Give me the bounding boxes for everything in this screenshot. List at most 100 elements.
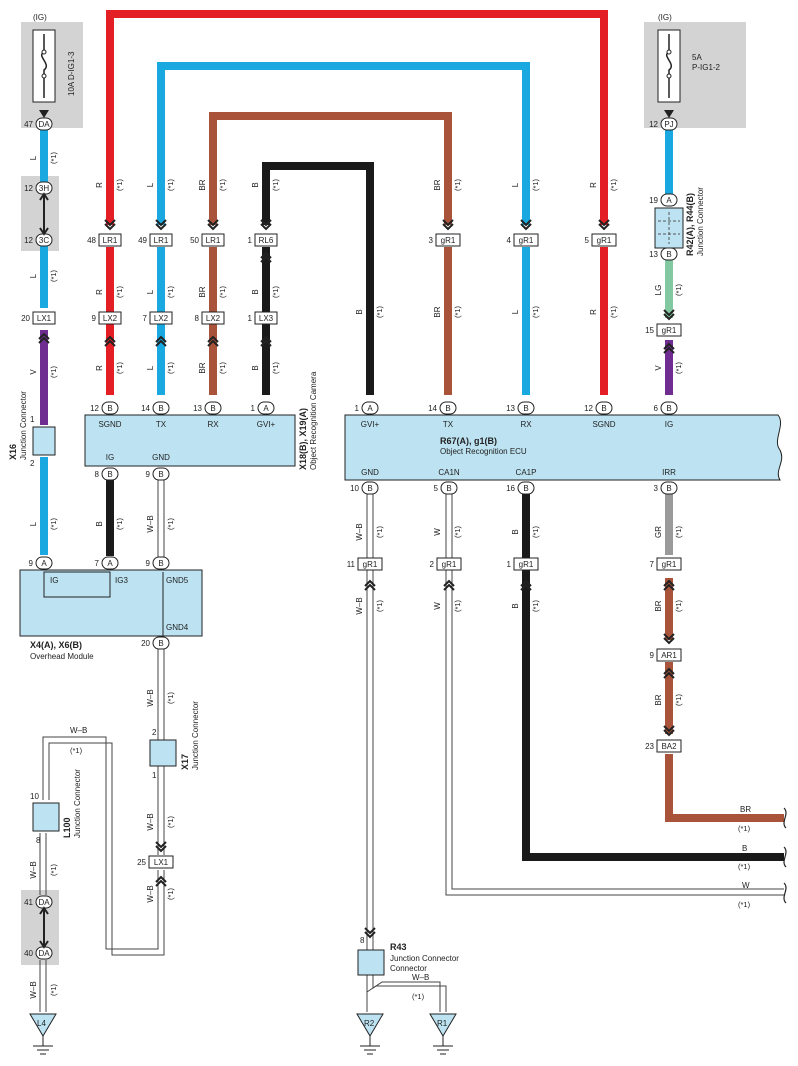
conn-lx1-25 [148,855,174,869]
x17-id: X17 [180,754,190,770]
conn-da-41-pin: DA [38,898,50,907]
ecu-bot-pin-1-num: 5 [434,484,439,493]
wire-code-1: L [29,273,38,278]
chev-lx1-25-up [155,875,167,887]
conn-gr1-top-2-pin: gR1 [597,236,612,245]
wire-note-10: (*1) [218,285,227,298]
cam-top-label-2: RX [207,420,219,429]
conn-gr1-bot-3-num: 7 [650,560,655,569]
wire-L-ecu [522,247,530,395]
cam-top-label-0: SGND [98,420,121,429]
chev-gr1-bot-3 [663,579,675,591]
wire-BR-irr-2 [665,662,673,734]
wire-L-left-2 [40,243,48,308]
cam-bot-pin-1 [152,467,170,481]
wire-note-19: (*1) [609,178,618,191]
out-b-note: (*1) [738,862,751,871]
wire-note-13: (*1) [166,361,175,374]
l100-pin-bot: 8 [36,836,41,845]
wire-note-36: (*1) [166,691,175,704]
wire-code-19: R [589,182,598,188]
wb-top-label: W–B [70,726,87,735]
ecu-top-pin-0 [361,401,379,415]
wire-BR-ecu [444,247,452,395]
ecu-bot-pin-1 [440,481,458,495]
cam-top-pin-3-pin: A [263,404,269,413]
overhead-box [19,569,203,637]
conn-3c-num: 12 [24,236,33,245]
wire-BR-loop [209,112,452,225]
ecu-top-label-4: IG [665,420,673,429]
wire-note-35: (*1) [674,693,683,706]
oh-pin-0-num: 9 [29,559,34,568]
wire-V-right [665,340,673,395]
conn-gr1-15 [656,323,682,337]
ecu-bot-pin-2 [517,481,535,495]
wire-L-loop [157,62,530,225]
conn-lx-2-pin: LX2 [206,314,221,323]
ecu-bot-pin-2-pin: B [523,484,528,493]
conn-lx-0 [98,311,122,325]
x17-pin-bot: 1 [152,771,157,780]
chev-lx-1 [155,335,167,347]
wire-note-26: (*1) [166,517,175,530]
wire-code-15: B [251,365,260,370]
ecu-top-label-0: GVI+ [361,420,380,429]
r42-inner [658,212,680,244]
conn-gr1-bot-0-pin: gR1 [363,560,378,569]
chev-lr-0 [104,219,116,231]
wire-code-13: L [146,365,155,370]
conn-ba2 [656,739,682,753]
wire-note-11: (*1) [271,285,280,298]
out-br-note: (*1) [738,824,751,833]
chev-gr1-bot-0 [364,579,376,591]
wire-note-7: (*1) [271,178,280,191]
right-fuse-amp: 5A [692,53,702,62]
wire-code-25: B [95,521,104,526]
conn-lr-1-num: 49 [138,236,147,245]
wire-note-24: (*1) [674,361,683,374]
r42-top-pin [660,193,678,207]
ecu-top-pin-4-pin: B [666,404,671,413]
oh-pin-1 [101,556,119,570]
wire-code-31: W–B [355,597,364,614]
wire-note-38: (*1) [166,887,175,900]
conn-lx-0-num: 9 [92,314,97,323]
wire-note-33: (*1) [531,599,540,612]
ecu-top-pin-2-num: 13 [506,404,515,413]
oh-label-2: GND5 [166,576,189,585]
right-fuse-label: P-IG1-2 [692,63,721,72]
wire-note-30: (*1) [674,525,683,538]
wire-note-27: (*1) [375,525,384,538]
chev-lr-2 [207,219,219,231]
oh-pin-2-num: 9 [146,559,151,568]
wire-note-29: (*1) [531,525,540,538]
conn-lx-2 [201,311,225,325]
conn-gr1-top-2 [591,233,617,247]
r43-pin: 8 [360,936,365,945]
chev-lr-1 [155,219,167,231]
x17-pin-top: 2 [152,728,157,737]
conn-gr1-15-pin: gR1 [662,326,677,335]
wire-note-20: (*1) [453,305,462,318]
right-fuse [657,29,681,103]
ecu-top-pin-2 [517,401,535,415]
ecu-box [344,414,783,481]
wire-LG-right [665,258,673,318]
oh-pin-1-pin: A [107,559,113,568]
conn-gr1-top-1-pin: gR1 [519,236,534,245]
out-br-code: BR [740,805,751,814]
r42-bot-pin-pin: B [666,250,671,259]
oh-pin-gnd4 [152,636,170,650]
ground-r2 [356,1013,384,1055]
wire-code-39: W–B [29,861,38,878]
ecu-top-pin-2-pin: B [523,404,528,413]
cam-bot-pin-0 [101,467,119,481]
cam-top-pin-1-pin: B [158,404,163,413]
r42-bot-pin [660,247,678,261]
l100-box [32,802,60,832]
chev-lx-0 [104,335,116,347]
wb-r43-label: W–B [412,973,429,982]
